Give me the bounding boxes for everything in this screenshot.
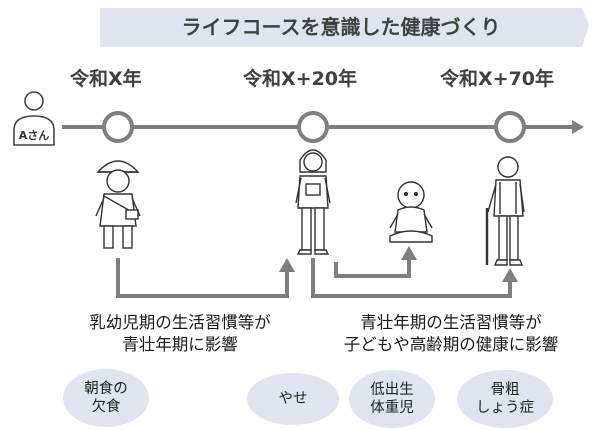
issue-label-low-birth-weight: 低出生 体重児	[370, 382, 414, 416]
caption-right-line-2: 子どもや高齢期の健康に影響	[343, 335, 559, 354]
connector-arrows	[116, 258, 512, 298]
timeline-node-2	[297, 111, 329, 143]
year-label-1: 令和X年	[70, 68, 142, 90]
arrowhead-elderly	[502, 268, 518, 282]
baby-icon	[389, 181, 433, 243]
issue-label-breakfast: 朝食の 欠食	[84, 381, 128, 415]
issue-oval-1	[63, 369, 149, 427]
year-label-3: 令和X+70年	[440, 68, 555, 90]
issue-oval-4	[457, 370, 553, 428]
title-banner	[100, 8, 590, 47]
timeline-node-3	[494, 111, 526, 143]
caption-left-line-1: 乳幼児期の生活習慣等が	[89, 313, 271, 332]
arrow-adult-to-elderly	[311, 258, 512, 298]
issue-oval-3	[349, 370, 435, 428]
year-label-2: 令和X+20年	[243, 68, 358, 90]
page-title: ライフコースを意識した健康づくり	[181, 15, 501, 39]
arrow-child-to-adult	[116, 258, 289, 298]
arrowhead-adult	[279, 258, 295, 272]
caption-right-line-1: 青壮年期の生活習慣等が	[360, 313, 542, 332]
caption-right: 青壮年期の生活習慣等が 子どもや高齢期の健康に影響	[320, 312, 582, 356]
caption-left: 乳幼児期の生活習慣等が 青壮年期に影響	[70, 312, 290, 356]
elderly-man-icon	[485, 156, 525, 266]
timeline-arrowhead	[572, 120, 584, 134]
arrow-adult-to-baby	[334, 258, 411, 278]
issue-label-osteoporosis: 骨粗 しょう症	[476, 382, 534, 416]
person-label: Aさん	[18, 129, 50, 142]
arrowhead-baby	[401, 246, 417, 260]
issue-label-thinness: やせ	[278, 391, 308, 407]
caption-left-line-2: 青壮年期に影響	[122, 335, 238, 354]
person-outline-icon	[13, 91, 55, 146]
woman-icon	[295, 149, 331, 255]
timeline-node-1	[102, 111, 134, 143]
child-icon	[95, 160, 141, 249]
issue-oval-2	[247, 373, 339, 425]
